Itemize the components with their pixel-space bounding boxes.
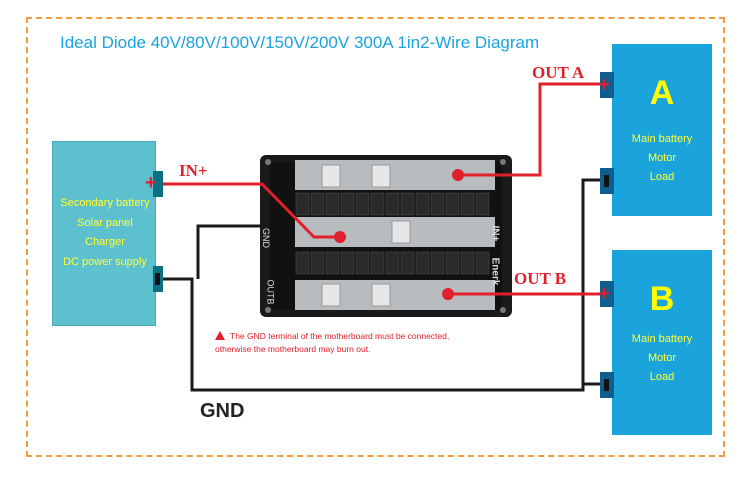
- source-positive-terminal: [153, 171, 163, 197]
- battery-b-line-2: Motor: [647, 352, 677, 364]
- source-minus-icon: [155, 273, 160, 285]
- warning-icon: [215, 331, 225, 340]
- gnd-label: GND: [200, 400, 245, 422]
- ideal-diode-board: [260, 155, 512, 317]
- diagram-title: Ideal Diode 40V/80V/100V/150V/200V 300A …: [60, 33, 540, 52]
- battery-a-box: A Main battery Motor Load: [612, 44, 712, 216]
- out-a-wire: [457, 82, 605, 177]
- battery-a-line-1: Main battery: [631, 133, 693, 145]
- gnd-wire-a: [581, 178, 608, 390]
- warning-line-2: otherwise the motherboard may burn out.: [215, 344, 371, 354]
- board-silk-outb: OUTB: [265, 279, 276, 305]
- board-silk-gnd: GND: [261, 228, 271, 248]
- source-line-4: DC power supply: [63, 255, 147, 268]
- source-plus-icon: +: [145, 172, 157, 194]
- battery-b-box: B Main battery Motor Load: [612, 250, 712, 435]
- battery-a-letter: A: [649, 74, 675, 112]
- battery-b-line-3: Load: [649, 371, 675, 383]
- battery-b-minus-icon: [604, 379, 609, 391]
- source-box: Secondary battery Solar panel Charger DC…: [52, 141, 156, 326]
- battery-b-plus-icon: +: [598, 283, 610, 305]
- out-a-label: OUT A: [532, 63, 585, 82]
- in-plus-label: IN+: [179, 161, 208, 180]
- source-line-2: Solar panel: [77, 216, 133, 229]
- gnd-wire-board: [196, 224, 267, 279]
- battery-b-line-1: Main battery: [631, 333, 693, 345]
- battery-a-minus-icon: [604, 175, 609, 187]
- board-silk-brand: Enerk: [489, 257, 501, 286]
- diagram-frame: [26, 17, 725, 457]
- source-line-3: Charger: [85, 236, 125, 248]
- out-b-label: OUT B: [514, 269, 567, 288]
- battery-a-line-3: Load: [649, 171, 675, 183]
- gnd-wire: [160, 277, 608, 392]
- battery-b-letter: B: [649, 280, 675, 318]
- in-plus-wire: [160, 182, 342, 239]
- battery-a-positive-terminal: [600, 72, 614, 98]
- battery-a-line-2: Motor: [647, 152, 677, 164]
- battery-a-plus-icon: +: [598, 74, 610, 96]
- warning-text: The GND terminal of the motherboard must…: [215, 330, 449, 356]
- source-line-1: Secondary battery: [60, 197, 150, 209]
- warning-line-1: The GND terminal of the motherboard must…: [230, 331, 450, 341]
- battery-b-positive-terminal: [600, 281, 614, 307]
- board-silk-in: IN+: [489, 225, 501, 242]
